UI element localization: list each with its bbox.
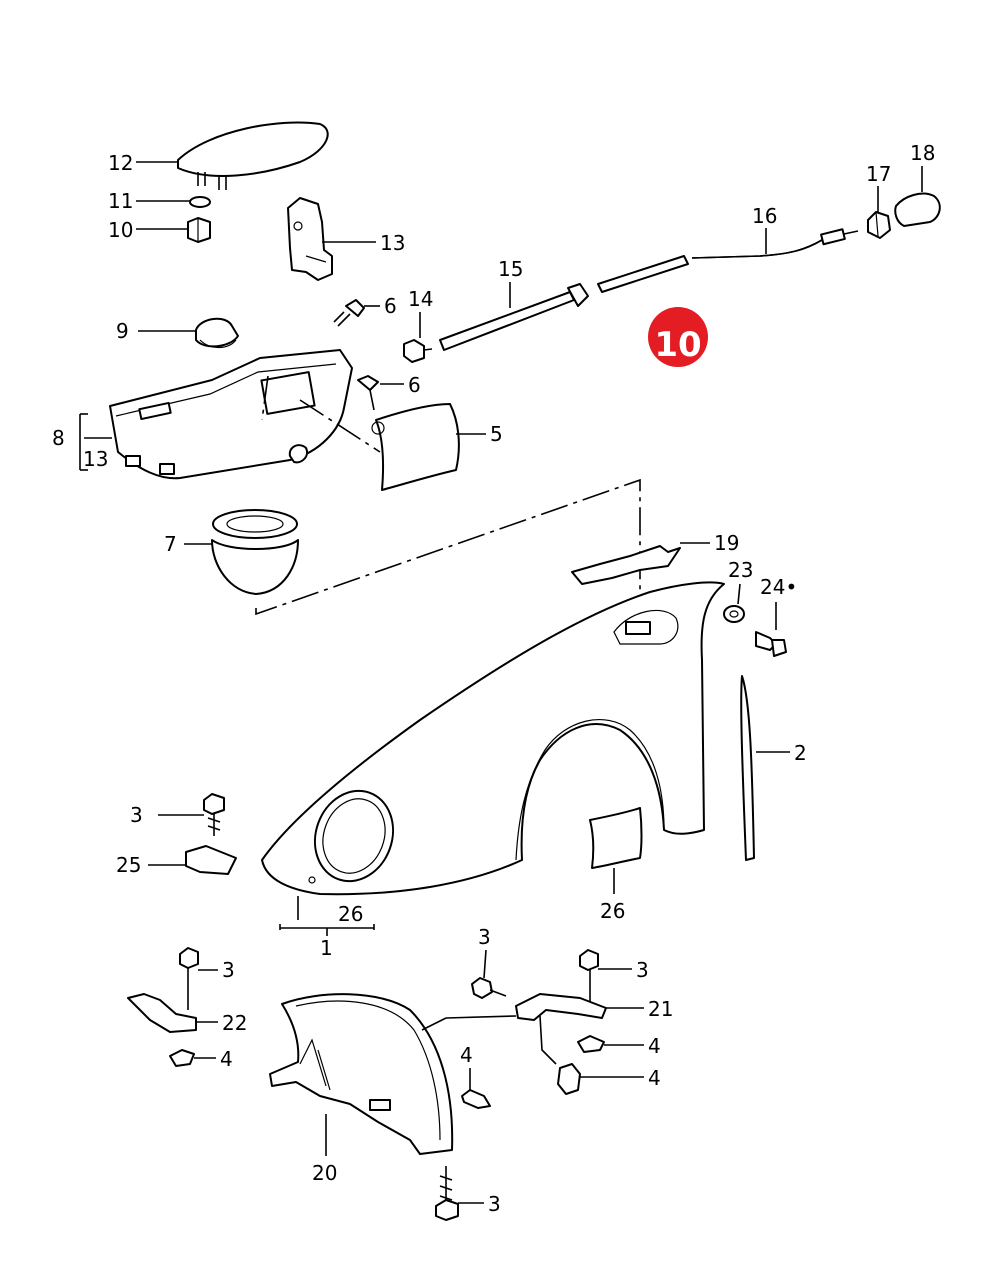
- label-26b: 26: [600, 899, 625, 923]
- label-2: 2: [794, 741, 807, 765]
- label-1: 1: [320, 936, 333, 960]
- part-21-bracket: [515, 993, 607, 1021]
- part-3-screw-left: [203, 793, 225, 836]
- label-24: 24•: [760, 575, 797, 599]
- label-10: 10: [108, 218, 133, 242]
- label-4d: 4: [460, 1043, 473, 1067]
- part-5-panel: [371, 403, 460, 491]
- label-13b: 13: [83, 447, 108, 471]
- leader-line-6: [299, 399, 381, 453]
- label-16: 16: [752, 204, 777, 228]
- part-2-seal: [740, 675, 755, 861]
- label-17: 17: [866, 162, 891, 186]
- label-19: 19: [714, 531, 739, 555]
- label-3d: 3: [636, 958, 649, 982]
- part-1-fender: [261, 581, 725, 896]
- part-9-cap: [195, 317, 239, 349]
- leader-line-7: [255, 478, 641, 640]
- part-20-liner: [269, 993, 454, 1155]
- part-26-clip: [589, 807, 643, 869]
- badge-number: 10: [654, 325, 701, 365]
- label-9: 9: [116, 319, 129, 343]
- part-11-washer: [189, 196, 211, 208]
- label-26a: 26: [338, 902, 363, 926]
- part-4-clip-right-upper: [577, 1035, 605, 1053]
- label-23: 23: [728, 558, 753, 582]
- part-3-screw-right: [579, 949, 599, 1008]
- leader-line-21: [539, 1015, 557, 1065]
- label-13a: 13: [380, 231, 405, 255]
- part-8-tray: [109, 349, 353, 480]
- label-4a: 4: [220, 1047, 233, 1071]
- leader-line-9: [261, 375, 269, 421]
- part-7-grommet: [211, 509, 299, 595]
- part-3-screw-lower-left: [179, 947, 199, 1010]
- label-4b: 4: [648, 1034, 661, 1058]
- label-7: 7: [164, 532, 177, 556]
- label-3e: 3: [488, 1192, 501, 1216]
- label-4c: 4: [648, 1066, 661, 1090]
- label-20: 20: [312, 1161, 337, 1185]
- label-6b: 6: [408, 373, 421, 397]
- part-13-latch: [287, 197, 333, 281]
- label-5: 5: [490, 422, 503, 446]
- label-25: 25: [116, 853, 141, 877]
- part-22-bracket: [127, 993, 197, 1033]
- part-3-screw-center: [471, 977, 507, 999]
- part-23-washer: [723, 605, 745, 623]
- label-22: 22: [222, 1011, 247, 1035]
- part-10-nut: [187, 217, 211, 243]
- part-24-bolt: [755, 631, 787, 657]
- part-19-strip: [571, 545, 681, 585]
- part-12-cover: [177, 121, 329, 190]
- label-6a: 6: [384, 294, 397, 318]
- part-14-fitting: [403, 339, 433, 363]
- label-18: 18: [910, 141, 935, 165]
- part-6-screw-upper: [333, 299, 365, 327]
- part-17-nut: [867, 211, 891, 239]
- label-3c: 3: [478, 925, 491, 949]
- label-3a: 3: [130, 803, 143, 827]
- part-16-cable: [691, 228, 859, 259]
- label-21: 21: [648, 997, 673, 1021]
- label-14: 14: [408, 287, 433, 311]
- part-4-clip-left: [169, 1049, 195, 1067]
- part-4-clip-center: [461, 1089, 491, 1109]
- label-8: 8: [52, 426, 65, 450]
- label-15: 15: [498, 257, 523, 281]
- label-3b: 3: [222, 958, 235, 982]
- part-15-tube: [439, 255, 689, 351]
- part-25-nut: [185, 845, 237, 875]
- part-6-screw-lower: [357, 375, 379, 411]
- page-badge: 10: [648, 307, 708, 367]
- label-11: 11: [108, 189, 133, 213]
- part-4-clip-right-lower: [557, 1063, 581, 1095]
- part-18-knob: [894, 192, 941, 227]
- part-3-screw-bottom: [435, 1166, 459, 1221]
- label-12: 12: [108, 151, 133, 175]
